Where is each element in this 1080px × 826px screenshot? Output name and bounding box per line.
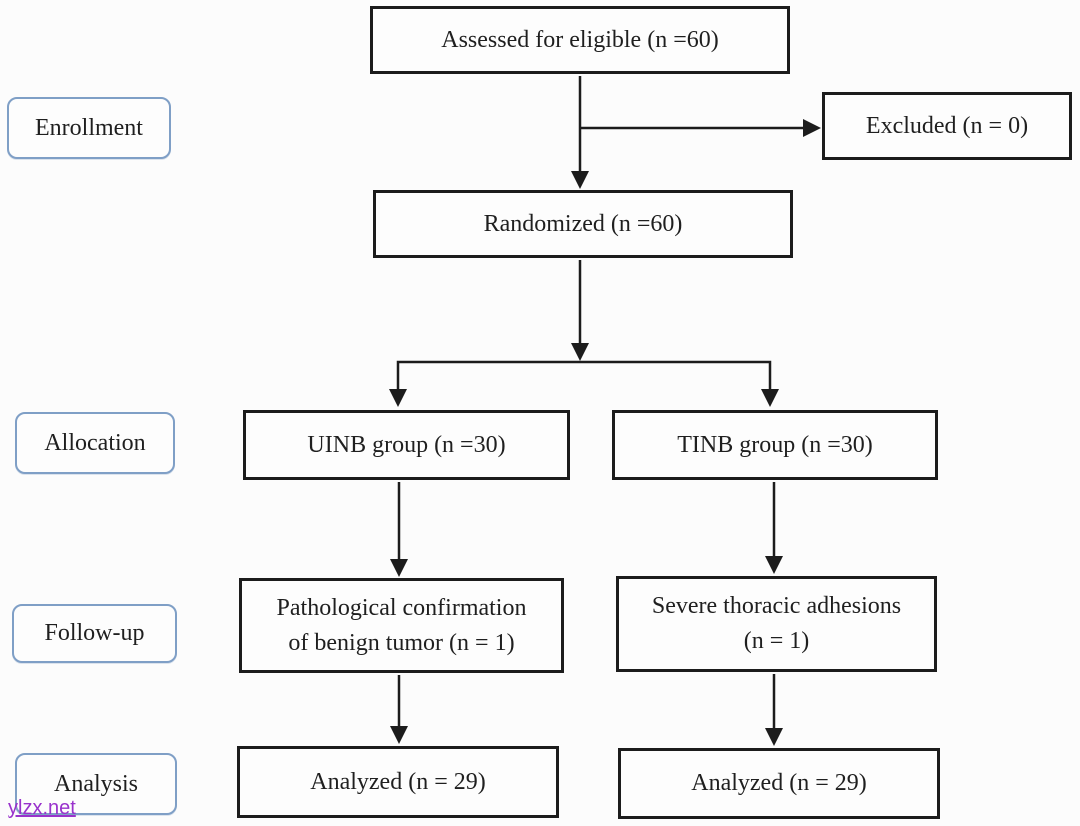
stage-label-text: Allocation [44,429,146,456]
node-text: Randomized (n =60) [483,210,683,237]
node-text: UINB group (n =30) [307,431,506,458]
node-excluded: Excluded (n = 0) [822,92,1072,160]
node-text-line1: Severe thoracic adhesions [651,593,902,620]
stage-label-text: Follow-up [44,620,145,646]
node-analyzed-uinb: Analyzed (n = 29) [237,746,559,818]
node-randomized: Randomized (n =60) [373,190,793,258]
node-text: TINB group (n =30) [677,431,873,458]
node-text: Assessed for eligible (n =60) [441,26,719,53]
node-followup-tinb-exclusion: Severe thoracic adhesions (n = 1) [616,576,937,672]
stage-label-followup: Follow-up [12,604,177,663]
node-text: Excluded (n = 0) [865,112,1029,139]
node-assessed-for-eligibility: Assessed for eligible (n =60) [370,6,790,74]
node-analyzed-tinb: Analyzed (n = 29) [618,748,940,819]
stage-label-enrollment: Enrollment [7,97,171,159]
stage-label-text: Analysis [54,770,138,797]
node-tinb-group: TINB group (n =30) [612,410,938,480]
node-followup-uinb-exclusion: Pathological confirmation of benign tumo… [239,578,564,673]
stage-label-text: Enrollment [35,114,143,141]
node-text-line2: of benign tumor (n = 1) [288,629,515,656]
stage-label-analysis: Analysis [15,753,177,815]
watermark-link: ylzx.net [8,797,76,819]
node-text: Analyzed (n = 29) [310,768,486,795]
stage-label-allocation: Allocation [15,412,175,474]
node-uinb-group: UINB group (n =30) [243,410,570,480]
node-text-line2: (n = 1) [743,628,810,654]
node-text-line1: Pathological confirmation [276,594,527,621]
node-text: Analyzed (n = 29) [691,770,867,797]
